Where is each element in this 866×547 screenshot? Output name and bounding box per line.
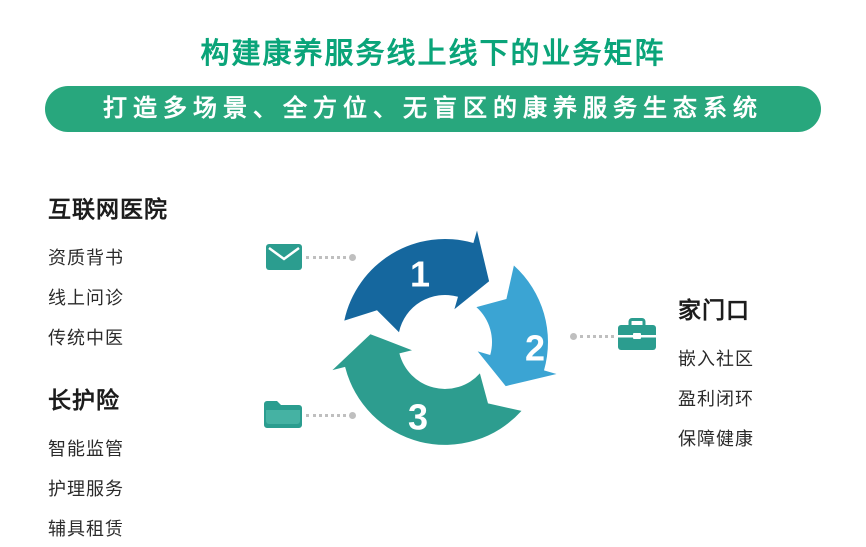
cycle-segment-1 bbox=[344, 230, 490, 333]
list-item: 智能监管 bbox=[48, 439, 124, 459]
list-item: 辅具租赁 bbox=[48, 519, 124, 539]
list-item: 资质背书 bbox=[48, 248, 124, 268]
list-item: 传统中医 bbox=[48, 328, 124, 348]
section-doorstep: 家门口 嵌入社区 盈利闭环 保障健康 bbox=[678, 291, 754, 451]
cycle-segment-3 bbox=[332, 334, 522, 445]
connector-dot-folder bbox=[349, 412, 356, 419]
envelope-icon bbox=[266, 244, 302, 270]
page-title: 构建康养服务线上线下的业务矩阵 bbox=[200, 38, 666, 70]
cycle-number-1: 1 bbox=[410, 254, 430, 295]
connector-line-briefcase bbox=[580, 335, 614, 338]
cycle-number-3: 3 bbox=[408, 397, 428, 438]
list-item: 嵌入社区 bbox=[678, 349, 754, 369]
section-internet-hospital: 互联网医院 资质背书 线上问诊 传统中医 bbox=[48, 190, 168, 350]
list-item: 护理服务 bbox=[48, 479, 124, 499]
section-heading: 互联网医院 bbox=[48, 196, 168, 222]
section-heading: 家门口 bbox=[678, 297, 750, 323]
cycle-number-2: 2 bbox=[525, 328, 545, 369]
section-heading: 长护险 bbox=[48, 387, 120, 413]
connector-dot-envelope bbox=[349, 254, 356, 261]
cycle-diagram: 1 2 3 bbox=[332, 230, 557, 445]
list-item: 线上问诊 bbox=[48, 288, 124, 308]
list-item: 保障健康 bbox=[678, 429, 754, 449]
cycle-segment-2 bbox=[476, 265, 557, 387]
list-item: 盈利闭环 bbox=[678, 389, 754, 409]
connector-line-envelope bbox=[306, 256, 346, 259]
connector-dot-briefcase bbox=[570, 333, 577, 340]
section-long-term-care: 长护险 智能监管 护理服务 辅具租赁 bbox=[48, 381, 124, 541]
briefcase-icon bbox=[618, 318, 656, 350]
subtitle-banner: 打造多场景、全方位、无盲区的康养服务生态系统 bbox=[45, 86, 821, 132]
connector-line-folder bbox=[306, 414, 346, 417]
folder-icon bbox=[264, 401, 302, 428]
